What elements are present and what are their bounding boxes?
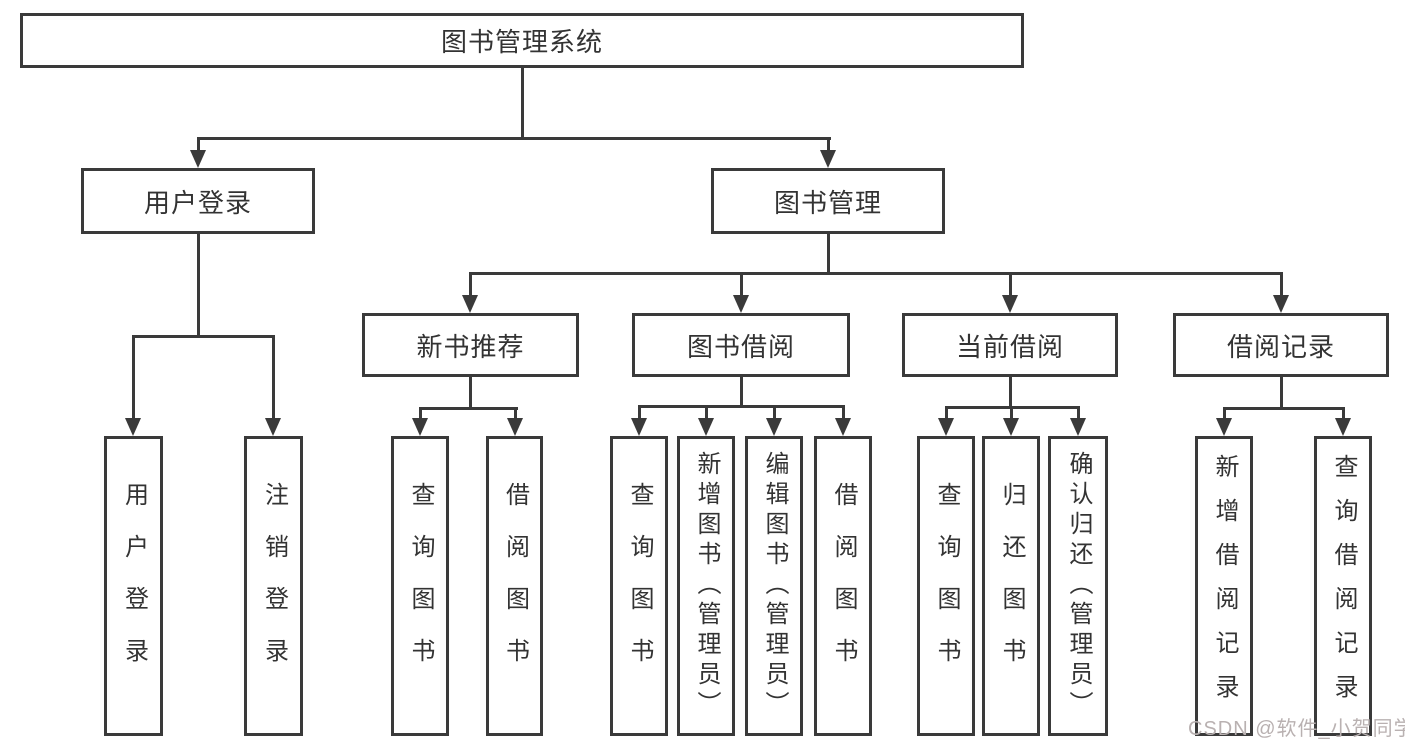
- connector-line: [1009, 272, 1012, 298]
- connector-line: [773, 405, 776, 421]
- connector-line: [1009, 375, 1012, 409]
- connector-line: [827, 232, 830, 275]
- arrow-down-icon: [462, 295, 478, 313]
- connector-line: [945, 406, 948, 421]
- leaf-current-confirm-return-admin: 确认归还（管理员）: [1048, 436, 1108, 736]
- connector-line: [419, 407, 422, 421]
- connector-line: [419, 407, 518, 410]
- arrow-down-icon: [1335, 418, 1351, 436]
- arrow-down-icon: [1216, 418, 1232, 436]
- arrow-down-icon: [698, 418, 714, 436]
- leaf-logout: 注销登录: [244, 436, 303, 736]
- connector-line: [740, 272, 743, 298]
- connector-line: [469, 272, 472, 298]
- connector-line: [1223, 407, 1345, 410]
- connector-line: [469, 272, 1283, 275]
- node-root: 图书管理系统: [20, 13, 1024, 68]
- connector-line: [1280, 375, 1283, 410]
- arrow-down-icon: [631, 418, 647, 436]
- connector-line: [827, 137, 830, 153]
- connector-line: [197, 137, 200, 153]
- leaf-borrow-borrow-books: 借阅图书: [814, 436, 872, 736]
- connector-line: [132, 335, 135, 421]
- node-book-borrow: 图书借阅: [632, 313, 850, 377]
- connector-line: [272, 335, 275, 421]
- leaf-user-login: 用户登录: [104, 436, 163, 736]
- connector-line: [1077, 406, 1080, 421]
- arrow-down-icon: [766, 418, 782, 436]
- arrow-down-icon: [835, 418, 851, 436]
- leaf-borrow-query-books: 查询图书: [610, 436, 668, 736]
- connector-line: [1342, 407, 1345, 421]
- node-book-management: 图书管理: [711, 168, 945, 234]
- leaf-borrow-add-books-admin: 新增图书（管理员）: [677, 436, 735, 736]
- connector-line: [521, 66, 524, 139]
- node-new-book-recommend: 新书推荐: [362, 313, 579, 377]
- leaf-current-query-books: 查询图书: [917, 436, 975, 736]
- arrow-down-icon: [733, 295, 749, 313]
- connector-line: [1223, 407, 1226, 421]
- arrow-down-icon: [190, 150, 206, 168]
- node-borrow-record: 借阅记录: [1173, 313, 1389, 377]
- connector-line: [132, 335, 274, 338]
- arrow-down-icon: [820, 150, 836, 168]
- csdn-watermark: CSDN @软件_小贺同学: [1188, 718, 1405, 740]
- arrow-down-icon: [1002, 295, 1018, 313]
- arrow-down-icon: [938, 418, 954, 436]
- arrow-down-icon: [412, 418, 428, 436]
- arrow-down-icon: [1003, 418, 1019, 436]
- leaf-record-query: 查询借阅记录: [1314, 436, 1372, 736]
- connector-line: [740, 375, 743, 408]
- leaf-current-return-books: 归还图书: [982, 436, 1040, 736]
- node-current-borrow: 当前借阅: [902, 313, 1118, 377]
- connector-line: [514, 407, 517, 421]
- node-user-login: 用户登录: [81, 168, 315, 234]
- connector-line: [638, 405, 845, 408]
- arrow-down-icon: [507, 418, 523, 436]
- connector-line: [638, 405, 641, 421]
- connector-line: [197, 232, 200, 338]
- leaf-newbook-borrow-books: 借阅图书: [486, 436, 543, 736]
- arrow-down-icon: [125, 418, 141, 436]
- leaf-record-add: 新增借阅记录: [1195, 436, 1253, 736]
- connector-line: [705, 405, 708, 421]
- arrow-down-icon: [1273, 295, 1289, 313]
- connector-line: [1280, 272, 1283, 298]
- connector-line: [842, 405, 845, 421]
- arrow-down-icon: [265, 418, 281, 436]
- connector-line: [469, 375, 472, 410]
- arrow-down-icon: [1070, 418, 1086, 436]
- leaf-borrow-edit-books-admin: 编辑图书（管理员）: [745, 436, 803, 736]
- connector-line: [197, 137, 831, 140]
- leaf-newbook-query-books: 查询图书: [391, 436, 449, 736]
- connector-line: [1010, 406, 1013, 421]
